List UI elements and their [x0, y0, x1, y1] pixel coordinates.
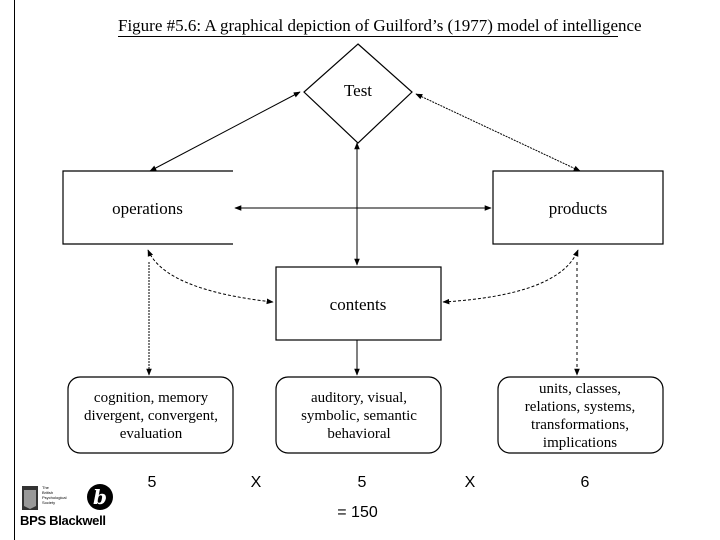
test-label: Test — [343, 81, 373, 100]
operations-contents-curve — [147, 249, 274, 305]
products-detail-text: units, classes, relations, systems, tran… — [499, 380, 661, 452]
operations-detail-line: cognition, memory — [93, 390, 209, 406]
test-products-arrow — [415, 93, 581, 172]
products-detail-line: transformations, — [531, 417, 629, 433]
operations-detail-box — [67, 376, 234, 454]
multiply-sign-1: X — [250, 474, 262, 491]
products-detail-line: units, classes, — [538, 381, 622, 397]
products-detail-line: implications — [542, 435, 618, 451]
society-name-line: Psychological — [42, 495, 67, 500]
contents-box — [275, 266, 442, 341]
formula-result: = 150 — [337, 504, 378, 521]
operations-count: 5 — [147, 474, 157, 491]
contents-detail-text: auditory, visual, symbolic, semantic beh… — [278, 389, 440, 443]
bps-crest-icon: b — [22, 484, 113, 510]
society-name-line: Society — [42, 500, 56, 505]
operations-box — [62, 170, 233, 245]
contents-detail-line: behavioral — [327, 426, 391, 442]
operations-detail-line: divergent, convergent, — [84, 408, 218, 424]
products-count: 6 — [580, 474, 590, 491]
contents-detail-box — [275, 376, 442, 454]
operations-detail-text: cognition, memory divergent, convergent,… — [70, 389, 232, 443]
contents-products-curve — [442, 249, 579, 305]
contents-count: 5 — [357, 474, 367, 491]
products-label: products — [548, 199, 608, 218]
page-left-rule — [14, 0, 15, 540]
publisher-name: BPS Blackwell — [20, 513, 106, 528]
contents-label: contents — [329, 295, 387, 314]
society-name-line: British — [42, 490, 54, 495]
svg-text:b: b — [93, 485, 107, 509]
operations-label: operations — [112, 199, 183, 218]
contents-detail-line: auditory, visual, — [310, 390, 408, 406]
products-detail-line: relations, systems, — [524, 399, 636, 415]
products-detail-box — [497, 376, 664, 454]
society-name-line: The — [42, 485, 49, 490]
figure-title: Figure #5.6: A graphical depiction of Gu… — [118, 16, 642, 35]
figure-title-underline — [118, 36, 618, 37]
contents-detail-line: symbolic, semantic — [301, 408, 417, 424]
test-operations-arrow — [149, 91, 301, 172]
society-name: The British Psychological Society — [42, 485, 70, 505]
operations-detail-line: evaluation — [119, 426, 183, 442]
multiply-sign-2: X — [464, 474, 476, 491]
products-box — [492, 170, 664, 245]
